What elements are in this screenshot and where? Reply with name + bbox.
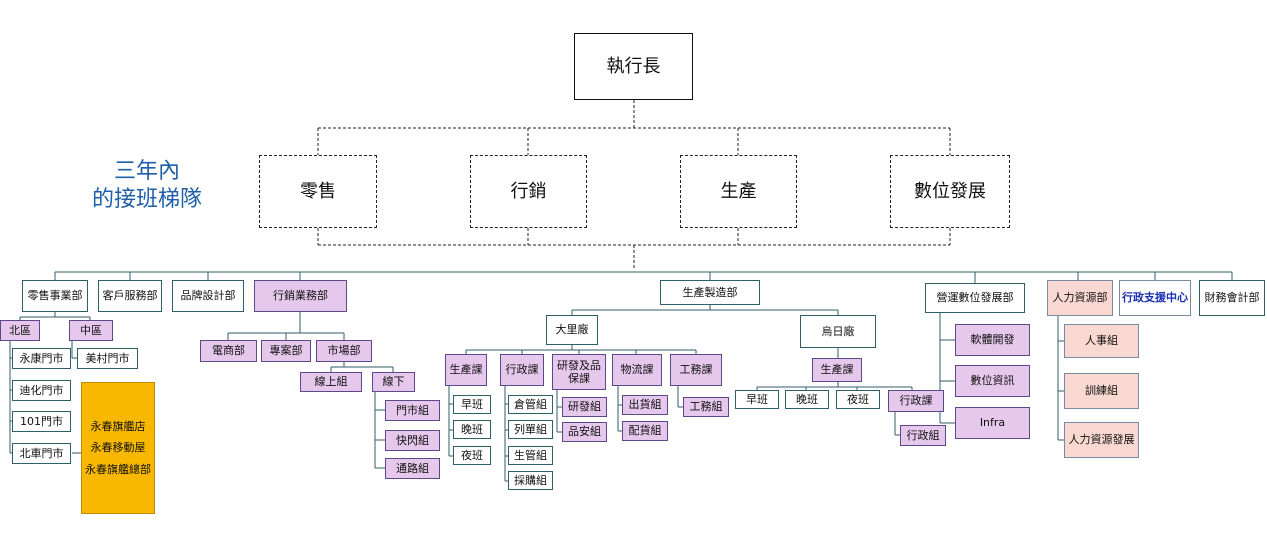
digital-software-dev: 軟體開發 — [955, 324, 1030, 356]
plant-dali: 大里廠 — [546, 315, 598, 345]
hr-development-group: 人力資源發展 — [1064, 422, 1139, 458]
pillar-retail: 零售 — [259, 155, 377, 228]
dali-food-safety-group: 品安組 — [562, 422, 607, 442]
dali-logistics-section: 物流課 — [612, 354, 662, 386]
slogan-line-2: 的接班梯隊 — [91, 186, 202, 212]
marketing-offline: 線下 — [372, 372, 415, 392]
digital-infra: Infra — [955, 407, 1030, 439]
wuri-shift-night: 夜班 — [836, 390, 880, 409]
dali-shift-night: 夜班 — [453, 446, 491, 465]
store-taipei-station: 北車門市 — [12, 443, 71, 464]
dali-distribution-group: 配貨組 — [622, 421, 668, 441]
dali-works-section: 工務課 — [670, 354, 722, 386]
dali-purchasing-group: 採購組 — [508, 471, 553, 490]
marketing-market: 市場部 — [316, 340, 372, 362]
dept-marketing-business: 行銷業務部 — [254, 280, 347, 312]
wuri-production-section: 生產課 — [812, 358, 862, 382]
dept-admin-support: 行政支援中心 — [1119, 280, 1191, 316]
dali-works-group: 工務組 — [683, 397, 729, 417]
slogan-line-1: 三年內 — [113, 159, 180, 184]
pillar-digital: 數位發展 — [890, 155, 1010, 228]
flagship-group: 永春旗艦店 永春移動屋 永春旗艦總部 — [81, 382, 155, 514]
region-north: 北區 — [0, 320, 40, 341]
region-central: 中區 — [69, 320, 113, 341]
offline-popup-group: 快閃組 — [385, 430, 440, 451]
dept-brand-design: 品牌設計部 — [172, 280, 244, 312]
dept-customer-service: 客戶服務部 — [98, 280, 162, 312]
dali-production-control-group: 生管組 — [508, 446, 553, 465]
dali-order-group: 列單組 — [508, 420, 553, 439]
pillar-marketing: 行銷 — [470, 155, 587, 228]
succession-label: 三年內 的接班梯隊 — [64, 158, 230, 213]
dali-shipping-group: 出貨組 — [622, 395, 668, 415]
wuri-shift-evening: 晚班 — [785, 390, 829, 409]
wuri-admin-section: 行政課 — [888, 390, 944, 412]
flagship-mobile-house: 永春移動屋 — [90, 441, 146, 455]
dept-hr: 人力資源部 — [1047, 280, 1113, 316]
dali-admin-section: 行政課 — [500, 354, 544, 386]
store-101: 101門市 — [12, 411, 71, 432]
wuri-admin-group: 行政組 — [900, 425, 946, 446]
dali-shift-morning: 早班 — [453, 395, 491, 414]
offline-store-group: 門市組 — [385, 400, 440, 421]
dali-rd-qa-section: 研發及品保課 — [552, 354, 606, 390]
pillar-production: 生產 — [680, 155, 797, 228]
dept-production: 生產製造部 — [660, 280, 760, 305]
flagship-headquarters: 永春旗艦總部 — [85, 462, 151, 476]
marketing-ecommerce: 電商部 — [200, 340, 257, 362]
dali-warehouse-group: 倉管組 — [508, 395, 553, 414]
dali-production-section: 生產課 — [445, 354, 487, 386]
marketing-project: 專案部 — [261, 340, 311, 362]
store-meicun: 美村門市 — [77, 348, 138, 369]
hr-training-group: 訓練組 — [1064, 373, 1139, 409]
plant-wuri: 烏日廠 — [800, 315, 876, 348]
flagship-store: 永春旗艦店 — [90, 420, 146, 434]
marketing-online-group: 線上組 — [300, 372, 362, 392]
dali-rd-group: 研發組 — [562, 397, 607, 417]
ceo-box: 執行長 — [574, 33, 693, 100]
store-dihua: 迪化門市 — [12, 380, 71, 401]
dali-shift-evening: 晚班 — [453, 420, 491, 439]
dept-retail: 零售事業部 — [22, 280, 88, 312]
dept-digital-development: 營運數位發展部 — [925, 283, 1025, 313]
wuri-shift-morning: 早班 — [735, 390, 779, 409]
hr-personnel-group: 人事組 — [1064, 324, 1139, 358]
offline-channel-group: 通路組 — [385, 458, 440, 479]
digital-info: 數位資訊 — [955, 365, 1030, 397]
dept-finance: 財務會計部 — [1199, 280, 1265, 316]
store-yongkang: 永康門市 — [12, 348, 71, 369]
